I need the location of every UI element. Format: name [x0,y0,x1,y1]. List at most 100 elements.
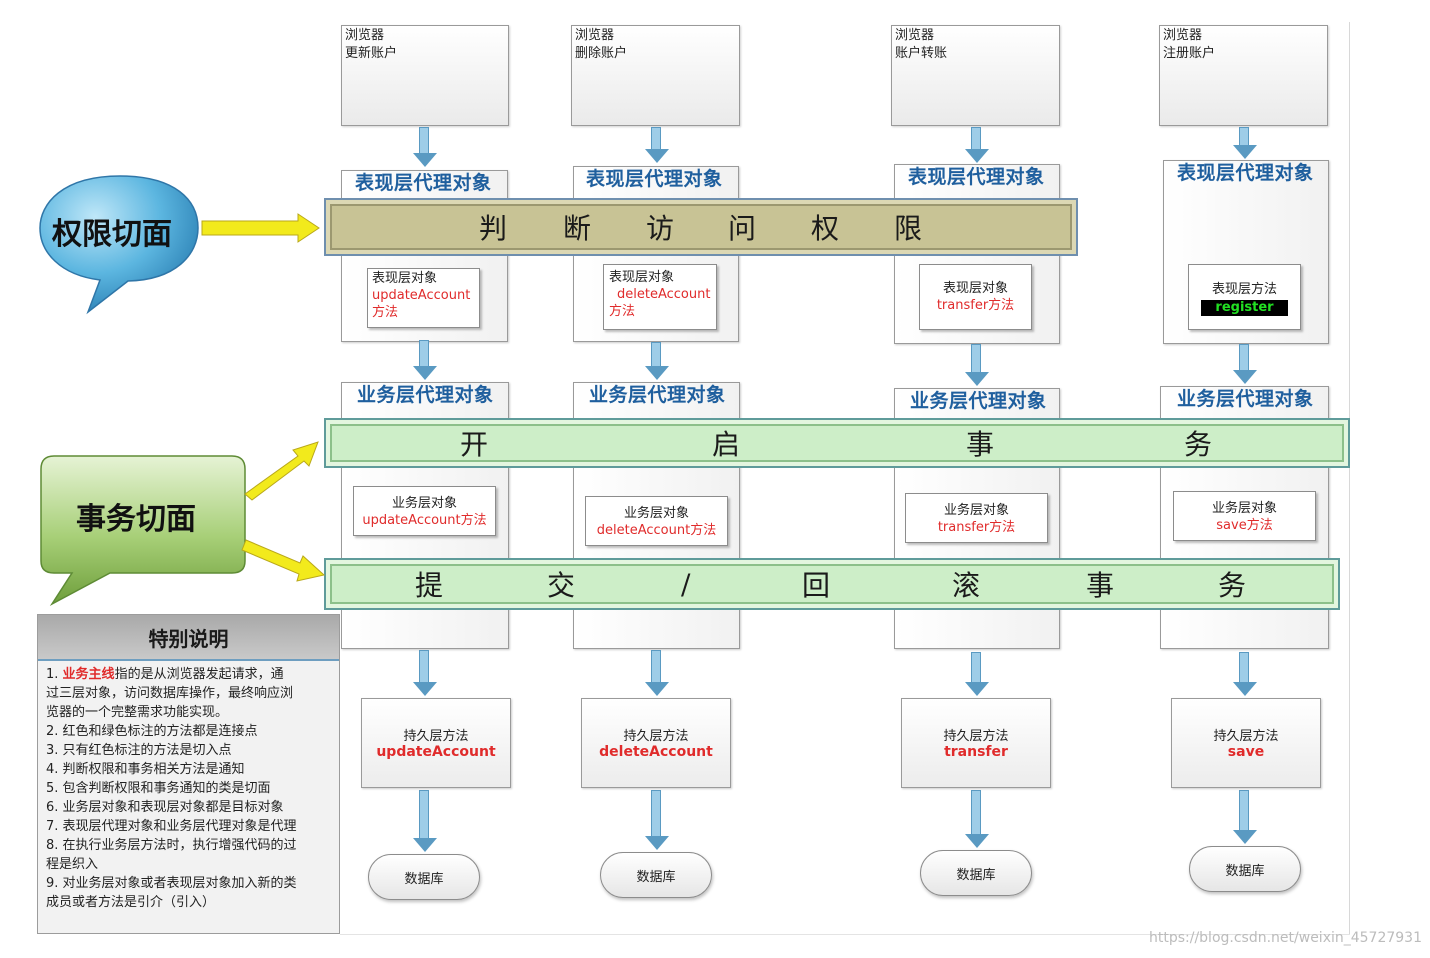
band-char: 判 [479,212,508,245]
flow-arrow-down [413,650,437,696]
business-object-register: 业务层对象 save方法 [1173,491,1316,541]
flow-arrow-down [413,340,437,380]
flow-arrow-down [1233,127,1257,159]
band-char: 提 [415,569,444,602]
method-name: updateAccount方法 [362,513,487,528]
band-char: / [681,567,691,601]
persist-method: save [1227,744,1265,760]
persist-label: 持久层方法 [403,729,469,744]
band-char: 限 [894,212,923,245]
note-text: 览器的一个完整需求功能实现。 [46,705,229,720]
note-highlight: 业务主线 [62,667,115,682]
method-name: deleteAccount方法 [596,523,717,538]
band-char: 事 [966,428,995,461]
browser-label: 浏览器 [575,28,615,43]
band-char: 访 [646,212,675,245]
auth-connector-arrow [201,213,320,243]
method-name: transfer方法 [936,298,1015,313]
flow-arrow-down [413,127,437,167]
business-object-update: 业务层对象 updateAccount方法 [353,486,496,536]
presentation-object-register: 表现层方法 register [1188,264,1301,330]
persist-label: 持久层方法 [623,729,689,744]
persistence-box-update: 持久层方法 updateAccount [361,698,511,788]
database-node: 数据库 [1189,846,1301,892]
flow-arrow-down [645,650,669,696]
browser-box-delete: 浏览器 删除账户 [571,25,740,126]
band-char: 回 [802,569,831,602]
note-number: 1. [46,667,63,682]
browser-action: 账户转账 [895,46,948,61]
browser-box-register: 浏览器 注册账户 [1159,25,1328,126]
tx-aspect-label: 事务切面 [76,502,196,537]
tx-aspect-bubble [40,455,246,607]
method-name: register [1201,300,1288,316]
persist-method: deleteAccount [599,744,713,760]
band-char: 启 [712,428,741,461]
presentation-proxy-title: 表现层代理对象 [1177,162,1314,184]
object-label: 业务层对象 [943,503,1009,518]
begin-transaction-band: 开 启 事 务 [324,418,1350,468]
persist-method: transfer [944,744,1008,760]
flow-arrow-down [645,342,669,380]
object-label: 业务层对象 [1211,501,1277,516]
flow-arrow-down [965,344,989,386]
band-char: 务 [1184,428,1213,461]
flow-arrow-down [965,652,989,696]
business-proxy-title: 业务层代理对象 [589,384,726,406]
object-label: 表现层方法 [1211,282,1277,297]
persistence-box-register: 持久层方法 save [1171,698,1321,788]
persistence-box-delete: 持久层方法 deleteAccount [581,698,731,788]
business-proxy-title: 业务层代理对象 [1177,388,1314,410]
persistence-box-transfer: 持久层方法 transfer [901,698,1051,788]
diagram-frame-right [1349,22,1350,934]
browser-action: 更新账户 [345,46,398,61]
object-label: 表现层对象 [372,271,438,286]
method-name: save方法 [1216,518,1273,533]
object-label: 业务层对象 [391,496,457,511]
special-notes-panel: 特别说明 1. 业务主线指的是从浏览器发起请求，通 过三层对象，访问数据库操作，… [37,614,340,934]
auth-aspect-bubble [39,175,199,315]
object-label: 表现层对象 [609,270,675,285]
commit-rollback-band: 提 交 / 回 滚 事 务 [324,558,1340,610]
browser-box-update: 浏览器 更新账户 [341,25,509,126]
note-text: 过三层对象，访问数据库操作，最终响应浏 [46,686,294,701]
browser-label: 浏览器 [895,28,935,43]
business-object-transfer: 业务层对象 transfer方法 [905,493,1048,543]
auth-check-band: 判 断 访 问 权 限 [324,198,1078,256]
presentation-proxy-title: 表现层代理对象 [355,172,492,194]
method-suffix: 方法 [372,305,399,320]
object-label: 表现层对象 [942,281,1008,296]
note-item: 4. 判断权限和事务相关方法是通知 [46,762,245,777]
note-item: 6. 业务层对象和表现层对象都是目标对象 [46,800,284,815]
band-char: 开 [460,428,489,461]
browser-action: 删除账户 [575,46,628,61]
persist-method: updateAccount [376,744,496,760]
browser-label: 浏览器 [345,28,385,43]
method-suffix: 方法 [609,304,636,319]
flow-arrow-down [1233,652,1257,696]
band-char: 问 [728,212,757,245]
presentation-object-update: 表现层对象 updateAccount 方法 [367,268,480,328]
object-label: 业务层对象 [623,506,689,521]
special-notes-title: 特别说明 [38,615,339,661]
note-item: 9. 对业务层对象或者表现层对象加入新的类 [46,876,297,891]
note-text: 程是织入 [46,857,99,872]
flow-arrow-down [1233,790,1257,844]
flow-arrow-down [413,790,437,852]
flow-arrow-down [965,127,989,163]
special-notes-list: 1. 业务主线指的是从浏览器发起请求，通 过三层对象，访问数据库操作，最终响应浏… [38,661,339,916]
business-proxy-title: 业务层代理对象 [910,390,1047,412]
method-name: deleteAccount [617,287,711,302]
band-char: 权 [811,212,840,245]
band-char: 务 [1218,569,1247,602]
flow-arrow-down [645,790,669,850]
flow-arrow-down [1233,344,1257,384]
business-proxy-title: 业务层代理对象 [357,384,494,406]
presentation-proxy-title: 表现层代理对象 [586,168,723,190]
persist-label: 持久层方法 [943,729,1009,744]
band-char: 事 [1086,569,1115,602]
browser-label: 浏览器 [1163,28,1203,43]
flow-arrow-down [645,127,669,163]
band-char: 滚 [952,569,981,602]
